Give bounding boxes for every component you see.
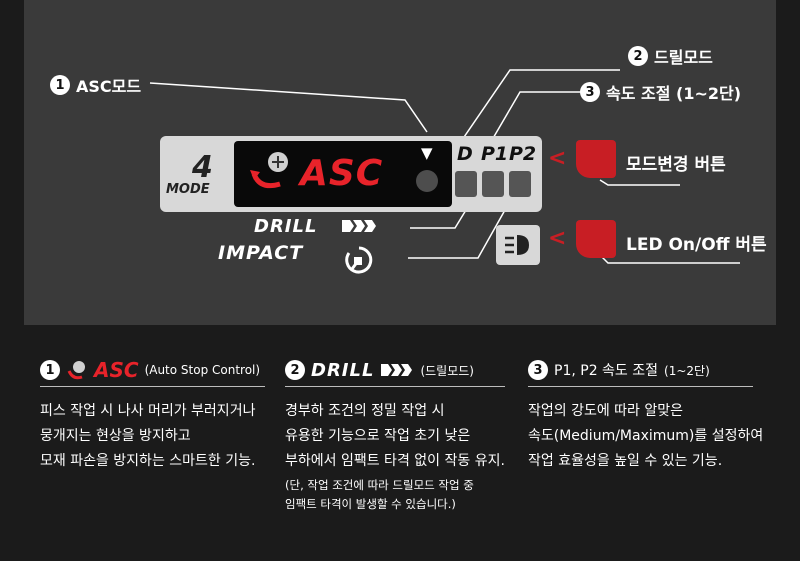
feature-speed-title: P1, P2 속도 조절 [554,363,659,379]
slot-label-p2: P2 [509,143,537,165]
feature-asc-line: 모재 파손을 방지하는 스마트한 기능. [40,453,256,469]
feature-asc-subtitle: (Auto Stop Control) [144,363,261,377]
feature-drill-note: (단, 작업 조건에 따라 드릴모드 작업 중 [285,478,474,492]
mode-word: MODE [166,182,210,197]
impact-hammer-icon [345,246,373,274]
feature-speed-subtitle: (1~2단) [664,363,710,378]
feature-drill: 2 DRILL (드릴모드) 경부하 조건의 정밀 작업 시 유용한 기능으로 … [285,358,505,514]
feature-drill-line: 유용한 기능으로 작업 초기 낮은 [285,428,471,444]
screw-icon [250,152,288,189]
feature-speed-line: 작업의 강도에 따라 알맞은 [528,403,684,419]
chevron-left-icon: < [548,226,567,251]
feature-asc: 1 ASC (Auto Stop Control) 피스 작업 시 나사 머리가… [40,358,265,474]
callout-asc: 1 ASC모드 [50,73,141,97]
feature-speed-line: 속도(Medium/Maximum)를 설정하여 [528,428,764,444]
mode-change-label: 모드변경 버튼 [626,155,726,175]
number-badge: 1 [50,75,70,95]
slot-label-d: D [457,143,473,165]
headlight-icon [505,235,529,255]
feature-speed-line: 작업 효율성을 높일 수 있는 기능. [528,453,723,469]
slot-label-p1: P1 [481,143,509,165]
screw-icon [67,361,85,380]
lcd-asc-text: ASC [300,153,384,194]
feature-drill-line: 경부하 조건의 정밀 작업 시 [285,403,445,419]
mode-indicator-dot [416,170,438,192]
feature-drill-subtitle: (드릴모드) [420,363,474,378]
drill-bars-icon [381,364,413,376]
callout-asc-label: ASC모드 [76,77,142,96]
feature-asc-title: ASC [94,358,139,382]
number-badge: 1 [40,360,60,380]
divider [40,386,265,387]
slot-led-p1 [482,171,504,197]
feature-asc-line: 피스 작업 시 나사 머리가 부러지거나 [40,403,256,419]
number-badge: 3 [528,360,548,380]
number-badge: 2 [285,360,305,380]
mode-count: 4 [192,150,213,185]
callout-drill: 2 드릴모드 [628,44,713,68]
callout-speed: 3 속도 조절 (1~2단) [580,80,741,104]
callout-lines [149,69,740,264]
impact-label: IMPACT [218,242,304,264]
number-badge: 2 [628,46,648,66]
number-badge: 3 [580,82,600,102]
callout-speed-label: 속도 조절 (1~2단) [606,84,742,103]
slot-led-d [455,171,477,197]
callout-drill-label: 드릴모드 [654,48,713,67]
feature-speed: 3 P1, P2 속도 조절 (1~2단) 작업의 강도에 따라 알맞은 속도(… [528,358,764,474]
feature-drill-note: 임팩트 타격이 발생할 수 있습니다.) [285,497,456,511]
slot-led-p2 [509,171,531,197]
feature-drill-line: 부하에서 임팩트 타격 없이 작동 유지. [285,453,505,469]
drill-label: DRILL [254,216,318,237]
divider [285,386,505,387]
drill-bars-icon [342,220,376,232]
led-toggle-label: LED On/Off 버튼 [626,235,767,255]
chevron-left-icon: < [548,146,567,171]
feature-asc-line: 뭉개지는 현상을 방지하고 [40,428,191,444]
led-toggle-button[interactable] [576,220,616,258]
divider [528,386,753,387]
mode-change-button[interactable] [576,140,616,178]
feature-drill-title: DRILL [311,359,375,381]
mode-indicator-arrow: ▼ [421,144,433,162]
lcd-display [234,141,452,207]
